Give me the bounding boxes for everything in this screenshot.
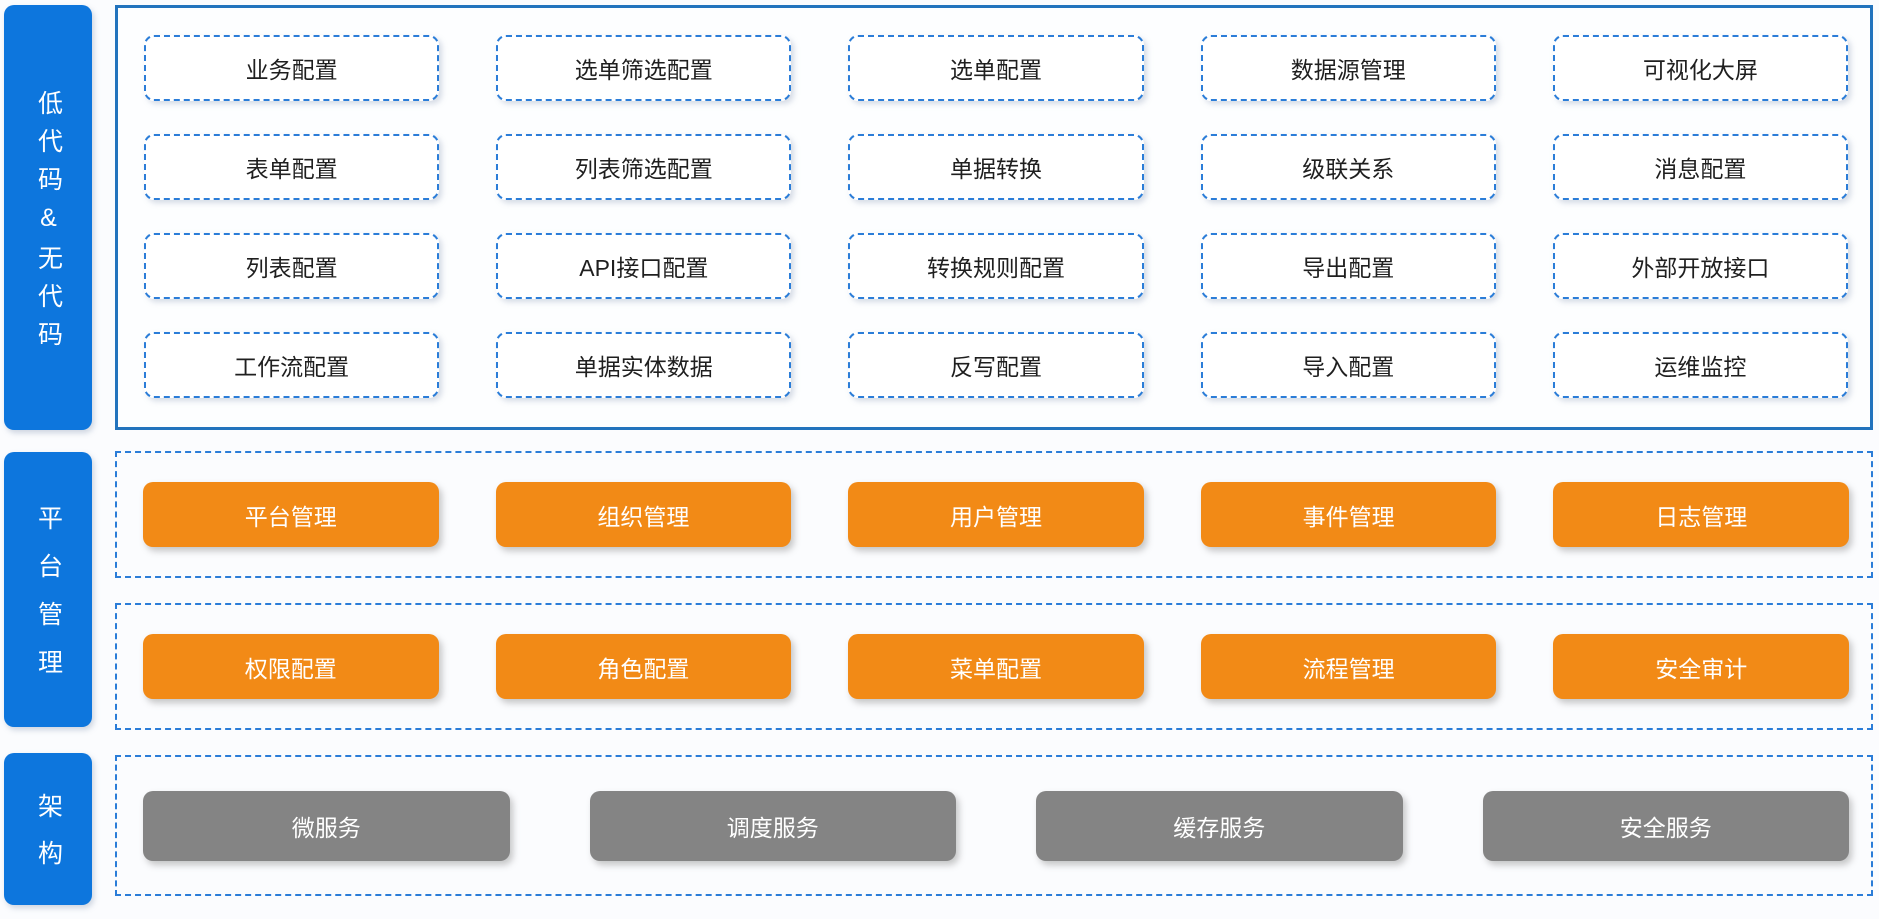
lowcode-node: 消息配置 [1552, 134, 1848, 200]
lowcode-node: 可视化大屏 [1552, 35, 1848, 101]
lowcode-node: 业务配置 [144, 35, 440, 101]
lowcode-node: 转换规则配置 [848, 233, 1144, 299]
lowcode-node: 数据源管理 [1200, 35, 1496, 101]
lowcode-node: 导出配置 [1200, 233, 1496, 299]
platform-row-1-section: 平台管理 组织管理 用户管理 事件管理 日志管理 [115, 451, 1873, 578]
platform-node: 组织管理 [495, 482, 792, 547]
lowcode-node: 外部开放接口 [1552, 233, 1848, 299]
lowcode-node: 单据实体数据 [496, 332, 792, 398]
platform-row-2-section: 权限配置 角色配置 菜单配置 流程管理 安全审计 [115, 603, 1873, 730]
lowcode-node: 导入配置 [1200, 332, 1496, 398]
platform-node: 事件管理 [1200, 482, 1497, 547]
service-node: 安全服务 [1482, 790, 1849, 861]
platform-node: 流程管理 [1200, 634, 1497, 699]
architecture-section: 微服务 调度服务 缓存服务 安全服务 [115, 755, 1873, 896]
service-node: 微服务 [143, 790, 510, 861]
lowcode-node: 表单配置 [144, 134, 440, 200]
sidebar-block-architecture: 架构 [4, 753, 92, 905]
platform-node: 平台管理 [143, 482, 439, 547]
lowcode-node: 级联关系 [1200, 134, 1496, 200]
sidebar-block-platform: 平台管理 [4, 452, 92, 727]
lowcode-section: 业务配置 选单筛选配置 选单配置 数据源管理 可视化大屏 表单配置 列表筛选配置… [115, 5, 1873, 430]
sidebar-block-lowcode: 低代码&无代码 [4, 5, 92, 430]
platform-node: 权限配置 [143, 634, 439, 699]
platform-node: 用户管理 [848, 482, 1144, 547]
lowcode-node: 运维监控 [1552, 332, 1848, 398]
lowcode-node: 列表筛选配置 [496, 134, 792, 200]
lowcode-node: 选单筛选配置 [496, 35, 792, 101]
lowcode-node: 列表配置 [144, 233, 440, 299]
platform-node: 菜单配置 [848, 634, 1144, 699]
lowcode-node: 工作流配置 [144, 332, 440, 398]
lowcode-node: 单据转换 [848, 134, 1144, 200]
lowcode-node: 选单配置 [848, 35, 1144, 101]
lowcode-node: API接口配置 [496, 233, 792, 299]
service-node: 调度服务 [589, 790, 956, 861]
sidebar-platform-label: 平台管理 [34, 505, 63, 697]
sidebar-lowcode-label: 低代码&无代码 [34, 89, 63, 359]
platform-node: 日志管理 [1553, 482, 1849, 547]
lowcode-node: 反写配置 [848, 332, 1144, 398]
platform-node: 角色配置 [495, 634, 792, 699]
platform-node: 安全审计 [1553, 634, 1849, 699]
sidebar-architecture-label: 架构 [34, 793, 63, 887]
service-node: 缓存服务 [1036, 790, 1403, 861]
